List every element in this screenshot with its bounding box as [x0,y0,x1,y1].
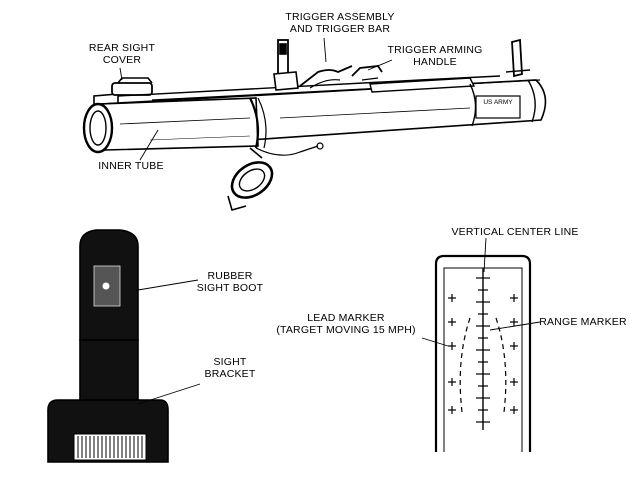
lead-marker-label-line2: (TARGET MOVING 15 MPH) [276,324,416,336]
sight-bracket-label-line1: SIGHT [213,356,247,368]
range-marker-ticks [476,277,490,423]
lead-marker-label-line1: LEAD MARKER [307,312,385,324]
rubber-sight-boot-label-line1: RUBBER [207,270,253,282]
reticle-frame [434,254,532,452]
rear-sight-cover [111,82,153,96]
sight-bracket-label: SIGHT BRACKET [200,356,260,380]
trigger-assembly-label: TRIGGER ASSEMBLY AND TRIGGER BAR [280,11,400,35]
inner-tube-label-text: INNER TUBE [98,160,164,172]
lanyard [255,145,319,156]
range-marker-label: RANGE MARKER [538,316,628,328]
rear-sight-cover-label-line2: COVER [102,54,142,66]
trigger-arming-handle [351,65,383,77]
lead-marker-left [459,317,471,413]
sight-bracket-label-line2: BRACKET [204,368,256,380]
trigger-arming-handle-label-line1: TRIGGER ARMING [387,44,483,56]
reticle-drawing [421,237,541,452]
rear-sight-cover-label: REAR SIGHT COVER [72,42,172,66]
trigger-assembly-label-line2: AND TRIGGER BAR [289,23,391,35]
sight-bracket-drawing [47,229,201,463]
trigger-bar [299,65,353,87]
us-army-stencil-plate [475,95,521,119]
lead-marker-right [495,317,507,413]
rear-sight-cover-label-line1: REAR SIGHT [88,42,156,54]
launcher-drawing [82,37,547,211]
range-marker-label-text: RANGE MARKER [539,316,627,328]
lead-plus-marks [448,294,518,414]
trigger-assembly-label-line1: TRIGGER ASSEMBLY [285,11,395,23]
rubber-sight-boot-label-line2: SIGHT BOOT [196,282,264,294]
rear-sight-post [511,38,523,78]
trigger-arming-handle-label: TRIGGER ARMING HANDLE [380,44,490,68]
lead-marker-label: LEAD MARKER (TARGET MOVING 15 MPH) [266,312,426,336]
vertical-center-line-label-text: VERTICAL CENTER LINE [451,226,579,238]
inner-tube-label: INNER TUBE [86,160,176,172]
trigger-arming-handle-label-line2: HANDLE [413,56,457,68]
us-army-stencil: US ARMY [483,99,513,106]
vertical-center-line-label: VERTICAL CENTER LINE [440,226,590,238]
rubber-sight-boot-label: RUBBER SIGHT BOOT [190,270,270,294]
